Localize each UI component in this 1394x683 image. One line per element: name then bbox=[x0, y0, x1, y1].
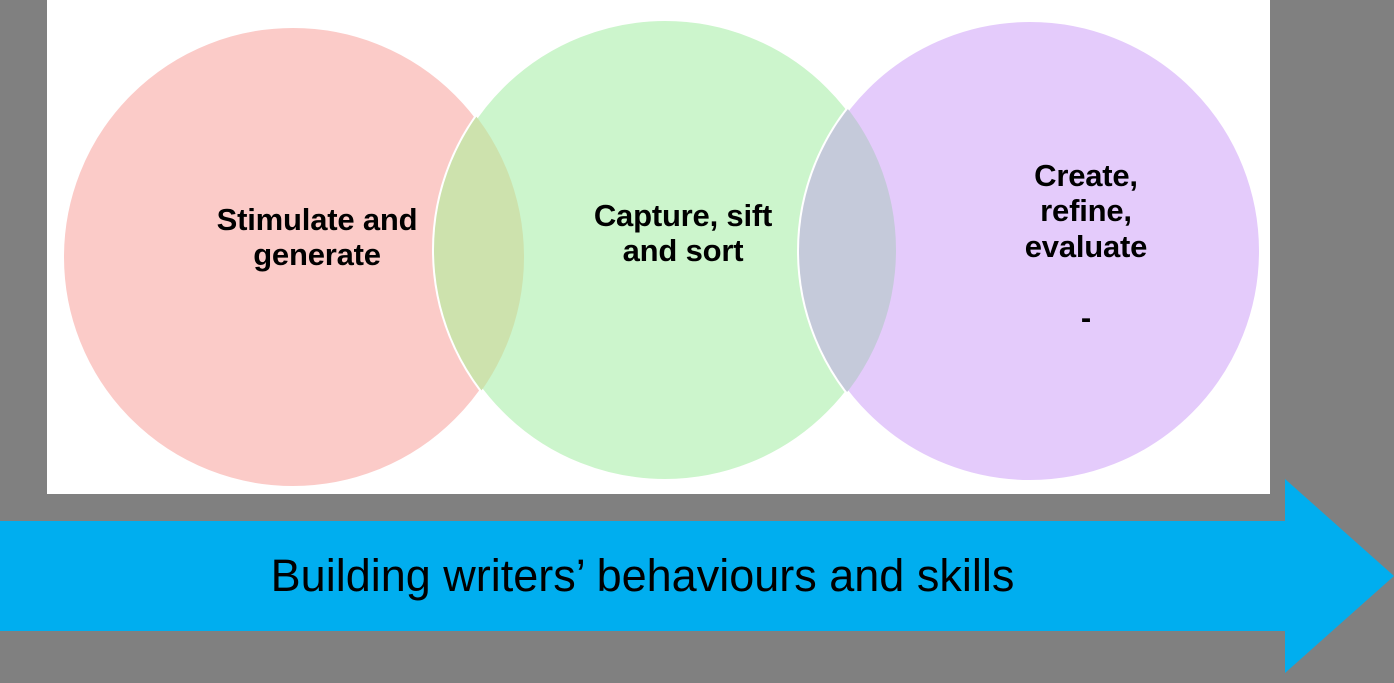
banner-title: Building writers’ behaviours and skills bbox=[270, 550, 1015, 601]
venn-label-stimulate: Stimulate and generate bbox=[216, 202, 418, 273]
arrow-shape-icon bbox=[0, 479, 1394, 673]
banner-arrow bbox=[0, 479, 1394, 673]
venn-diagram-panel: Stimulate and generate Capture, sift and… bbox=[47, 0, 1270, 494]
venn-label-create: Create, refine, evaluate bbox=[1024, 158, 1148, 264]
venn-label-create-dash: - bbox=[1080, 300, 1092, 335]
venn-label-capture: Capture, sift and sort bbox=[593, 198, 773, 269]
venn-circles-graphic bbox=[60, 17, 1263, 490]
